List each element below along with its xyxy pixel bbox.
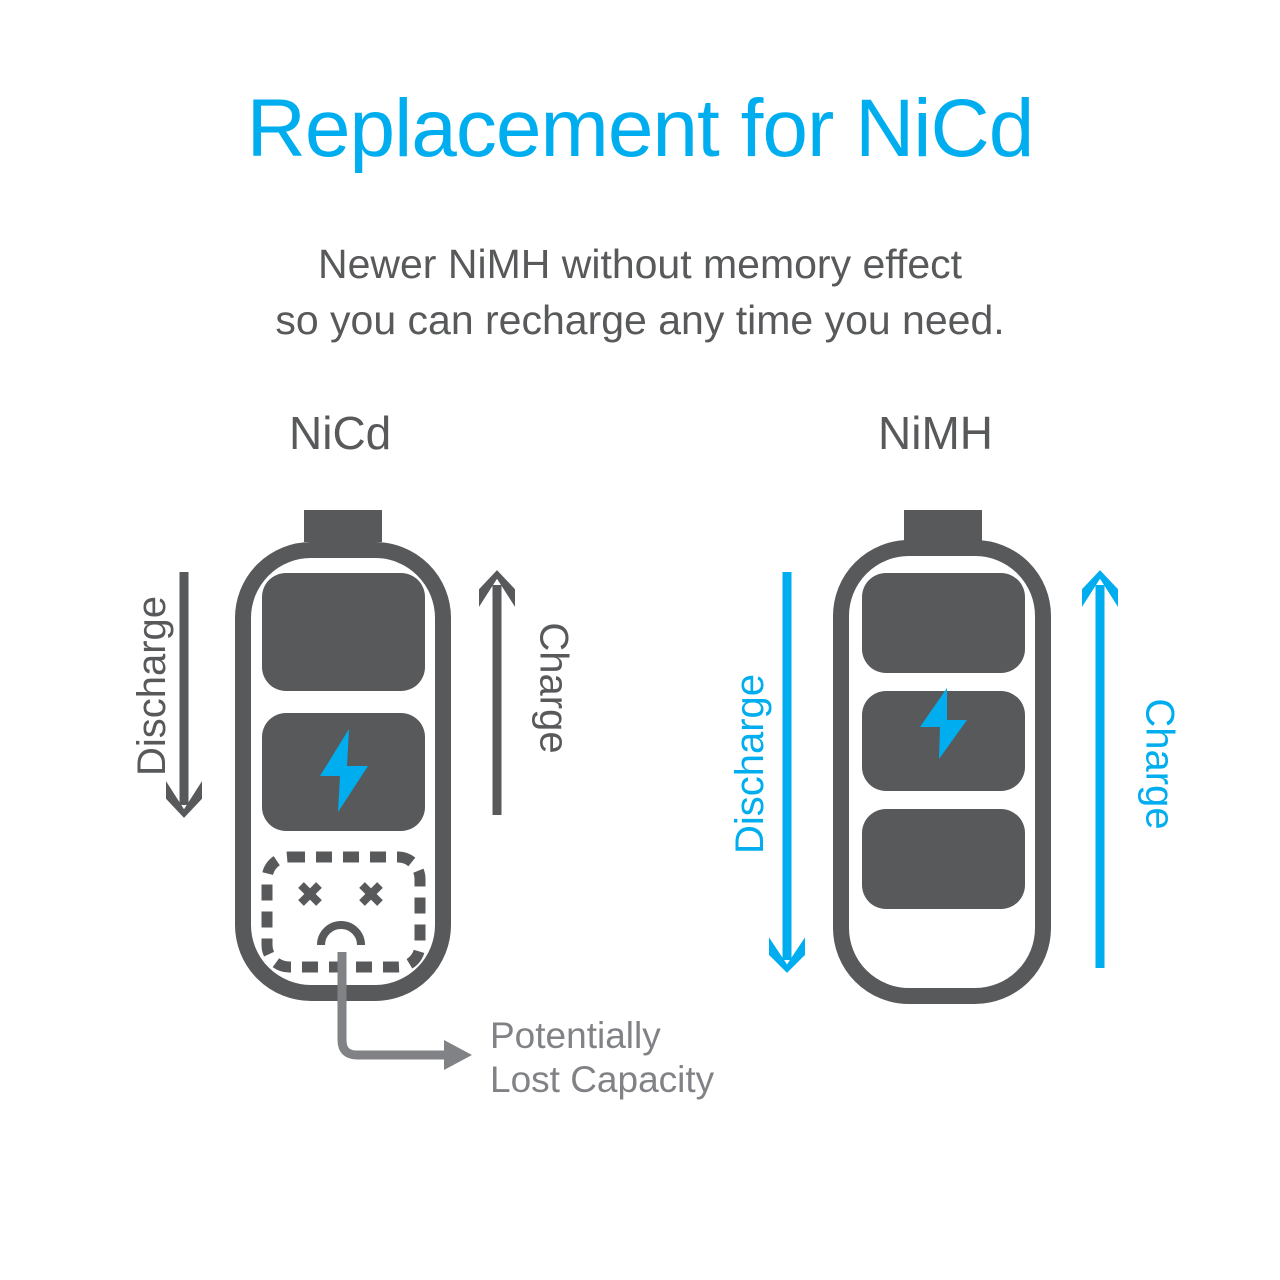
nimh-charge-arrow-up-icon [1082,570,1118,968]
nimh-battery-icon [833,510,1051,1004]
callout-line-2: Lost Capacity [490,1059,715,1100]
nicd-charge-label: Charge [531,622,576,754]
subtitle: Newer NiMH without memory effect so you … [0,236,1280,348]
nimh-discharge-arrow-down-icon [769,572,805,973]
nicd-discharge-label: Discharge [130,595,175,777]
nicd-label: NiCd [289,407,392,459]
callout-line-1: Potentially [490,1015,661,1056]
nimh-label: NiMH [878,407,993,459]
page-title: Replacement for NiCd [246,83,1035,174]
lost-capacity-callout: Potentially Lost Capacity [490,1014,714,1102]
lightning-bolt-icon [920,688,967,759]
cell-top [862,573,1025,673]
subtitle-line-1: Newer NiMH without memory effect [317,241,963,287]
cell-bottom [862,809,1025,909]
elbow-arrow-right-icon [337,952,472,1070]
cell-top [262,573,425,691]
nicd-discharge-arrow-down-icon [166,572,202,818]
nimh-charge-label: Charge [1137,698,1182,830]
nicd-battery-icon [235,510,451,1001]
subtitle-line-2: so you can recharge any time you need. [275,297,1005,343]
dead-cell-face-icon [298,882,383,946]
nicd-charge-arrow-up-icon [479,570,515,815]
lightning-bolt-icon [320,729,368,812]
dead-cell-outline [261,851,426,973]
nimh-discharge-label: Discharge [728,673,773,855]
